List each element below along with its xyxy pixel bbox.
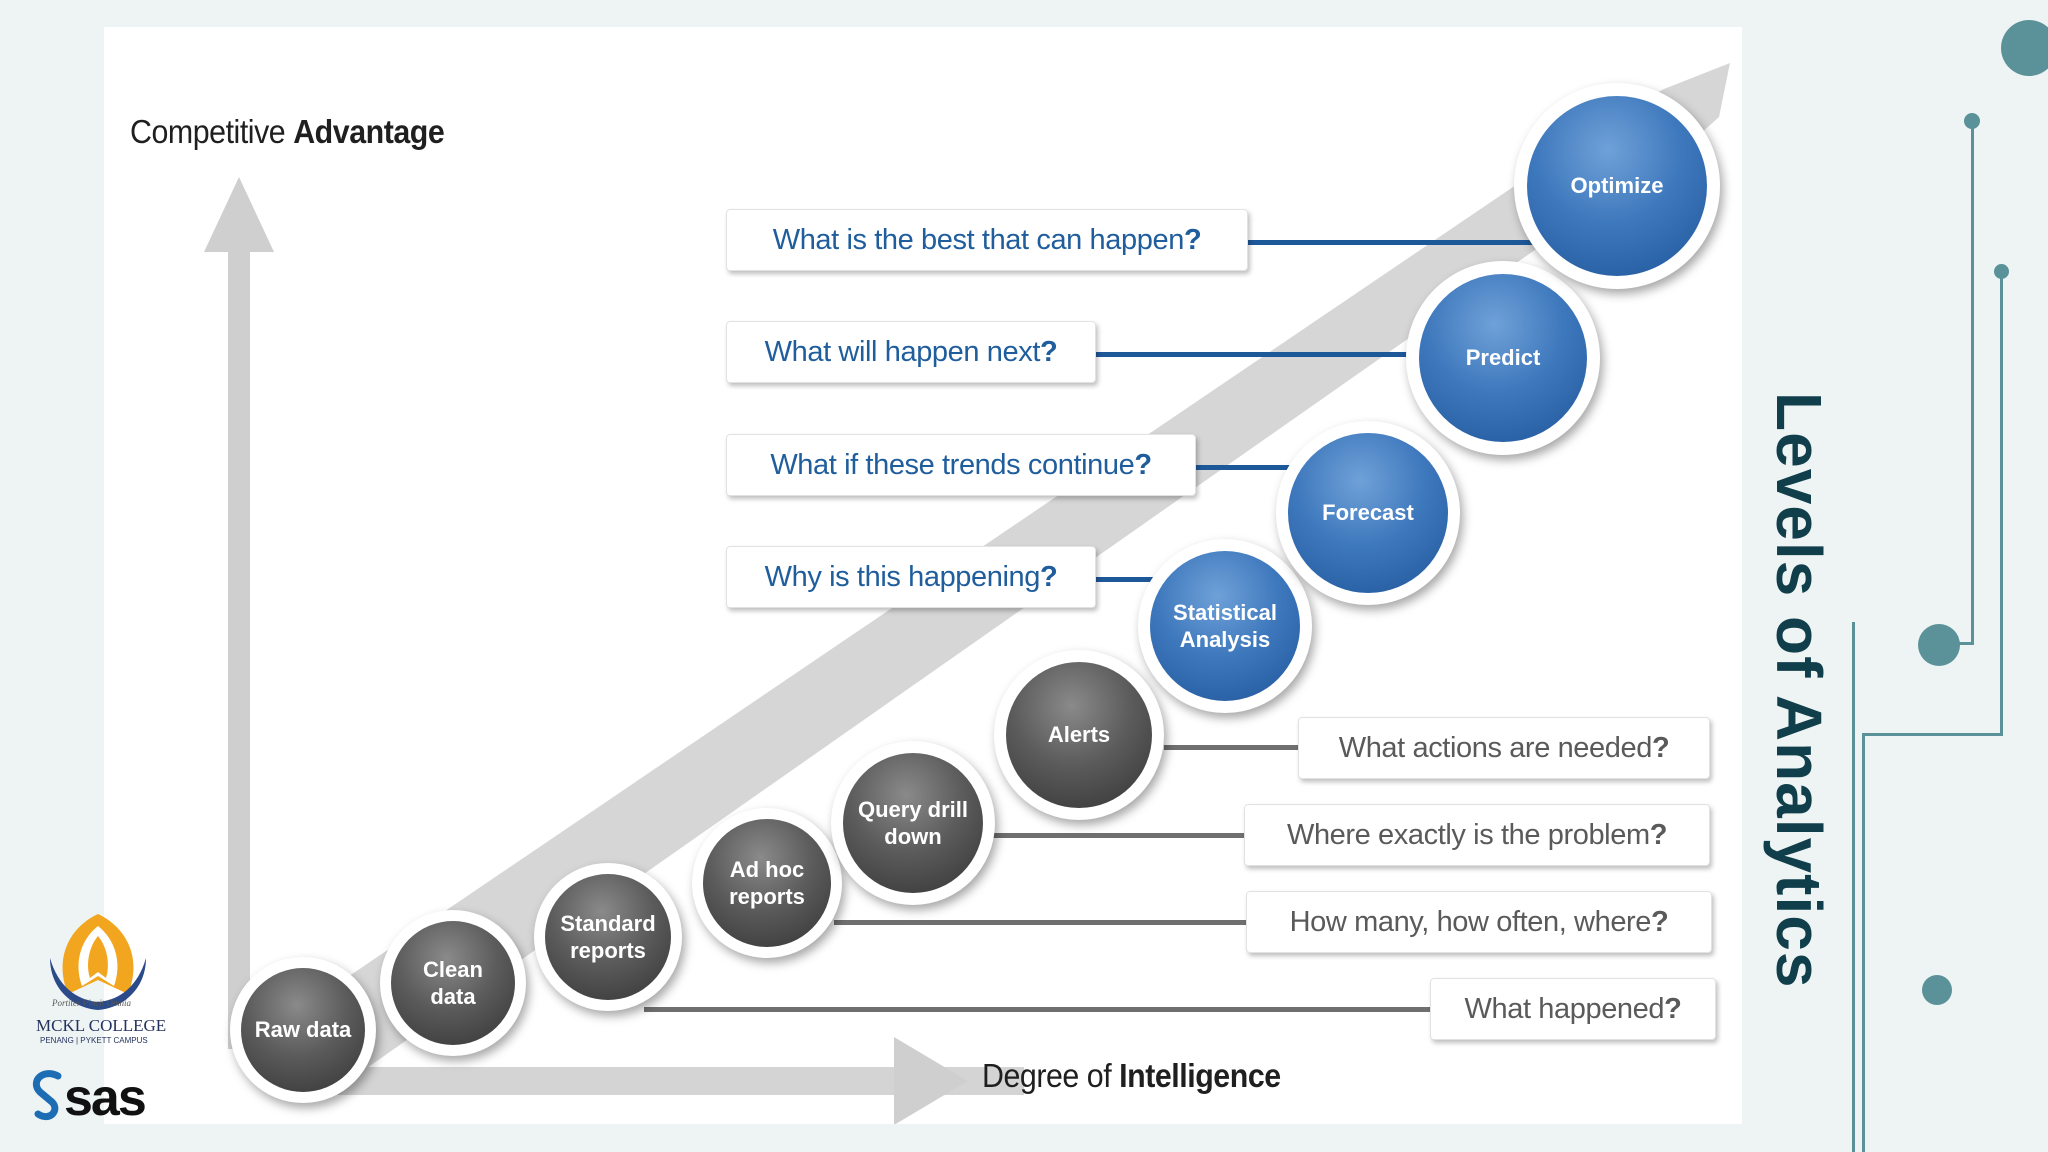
question-mark: ? <box>1649 818 1668 851</box>
question-text: Why is this happening <box>764 560 1041 593</box>
stage-raw-data: Raw data <box>230 957 376 1103</box>
stage-standard-reports: Standard reports <box>534 863 682 1011</box>
deco-dot-b <box>1994 264 2009 279</box>
x-axis-title-bold: Intelligence <box>1119 1057 1281 1094</box>
mckl-crest-icon <box>50 914 146 1010</box>
question-box-q-next: What will happen next? <box>726 321 1096 383</box>
question-text: How many, how often, where <box>1289 905 1652 938</box>
question-box-q-why: Why is this happening? <box>726 546 1096 608</box>
stage-label: Forecast <box>1288 433 1448 593</box>
slide-title: Levels of Analytics <box>1763 392 1835 989</box>
question-box-q-problem: Where exactly is the problem? <box>1244 804 1710 866</box>
stage-optimize: Optimize <box>1514 83 1720 289</box>
stage-label: Raw data <box>241 968 365 1092</box>
y-axis-title-normal: Competitive <box>130 113 294 150</box>
question-text: What if these trends continue <box>770 448 1135 481</box>
connector-q-problem <box>984 833 1249 838</box>
question-text: What will happen next <box>764 335 1041 368</box>
college-name: MCKL COLLEGE <box>36 1016 167 1035</box>
question-box-q-trends: What if these trends continue? <box>726 434 1196 496</box>
sas-wordmark: sas <box>64 1069 147 1127</box>
x-axis-arrowhead <box>894 1037 968 1124</box>
sas-swirl-icon <box>32 1070 62 1121</box>
question-mark: ? <box>1651 905 1669 938</box>
question-box-q-happened: What happened? <box>1430 978 1716 1040</box>
question-text: What is the best that can happen <box>772 223 1185 256</box>
stage-label: Standard reports <box>545 874 671 1000</box>
stage-predict: Predict <box>1406 261 1600 455</box>
question-mark: ? <box>1183 223 1202 256</box>
deco-line-c-vertical <box>1852 622 1855 1152</box>
diagram-panel: Competitive Advantage Degree of Intellig… <box>104 27 1742 1124</box>
stage-label: Alerts <box>1006 662 1152 808</box>
question-mark: ? <box>1664 992 1682 1025</box>
stage-label: Query drill down <box>843 753 983 893</box>
y-axis-title: Competitive Advantage <box>130 113 445 151</box>
deco-mid-dot <box>1918 624 1960 666</box>
y-axis-shaft <box>228 249 250 1049</box>
deco-line-a-vertical <box>1971 121 1974 645</box>
question-text: What actions are needed <box>1338 731 1653 764</box>
connector-q-howmany <box>834 920 1254 925</box>
connector-q-next <box>1094 352 1534 357</box>
stage-statistical-analysis: Statistical Analysis <box>1138 539 1312 713</box>
y-axis-title-bold: Advantage <box>293 113 445 150</box>
question-mark: ? <box>1134 448 1152 481</box>
stage-label: Ad hoc reports <box>703 819 831 947</box>
deco-line-d-vertical <box>1862 733 1865 1152</box>
question-text: What happened <box>1464 992 1665 1025</box>
connector-q-best <box>1246 240 1646 245</box>
college-motto: Portiter Pincit Omnia <box>52 998 131 1008</box>
question-text: Where exactly is the problem <box>1286 818 1650 851</box>
stage-label: Optimize <box>1527 96 1707 276</box>
connector-q-actions <box>1164 745 1304 750</box>
college-campus: PENANG | PYKETT CAMPUS <box>40 1036 148 1045</box>
question-box-q-best: What is the best that can happen? <box>726 209 1248 271</box>
question-mark: ? <box>1040 335 1058 368</box>
stage-label: Predict <box>1419 274 1587 442</box>
stage-alerts: Alerts <box>994 650 1164 820</box>
x-axis-title-normal: Degree of <box>982 1057 1120 1094</box>
question-box-q-howmany: How many, how often, where? <box>1246 891 1712 953</box>
stage-ad-hoc-reports: Ad hoc reports <box>692 808 842 958</box>
deco-line-b-horizontal <box>1862 733 2003 736</box>
stage-forecast: Forecast <box>1276 421 1460 605</box>
stage-query-drill-down: Query drill down <box>831 741 995 905</box>
question-mark: ? <box>1040 560 1058 593</box>
stage-label: Statistical Analysis <box>1150 551 1300 701</box>
sas-logo: sas <box>28 1068 168 1128</box>
stage-label: Clean data <box>391 921 515 1045</box>
connector-q-happened <box>644 1007 1544 1012</box>
y-axis-arrowhead <box>204 177 274 252</box>
x-axis-title: Degree of Intelligence <box>982 1057 1281 1095</box>
deco-line-b-vertical <box>2000 272 2003 736</box>
deco-small-dot-bottom <box>1922 975 1952 1005</box>
deco-large-dot-top <box>2001 20 2048 76</box>
question-mark: ? <box>1651 731 1670 764</box>
mckl-college-logo: Portiter Pincit Omnia MCKL COLLEGE PENAN… <box>28 908 168 1048</box>
question-box-q-actions: What actions are needed? <box>1298 717 1710 779</box>
stage-clean-data: Clean data <box>380 910 526 1056</box>
